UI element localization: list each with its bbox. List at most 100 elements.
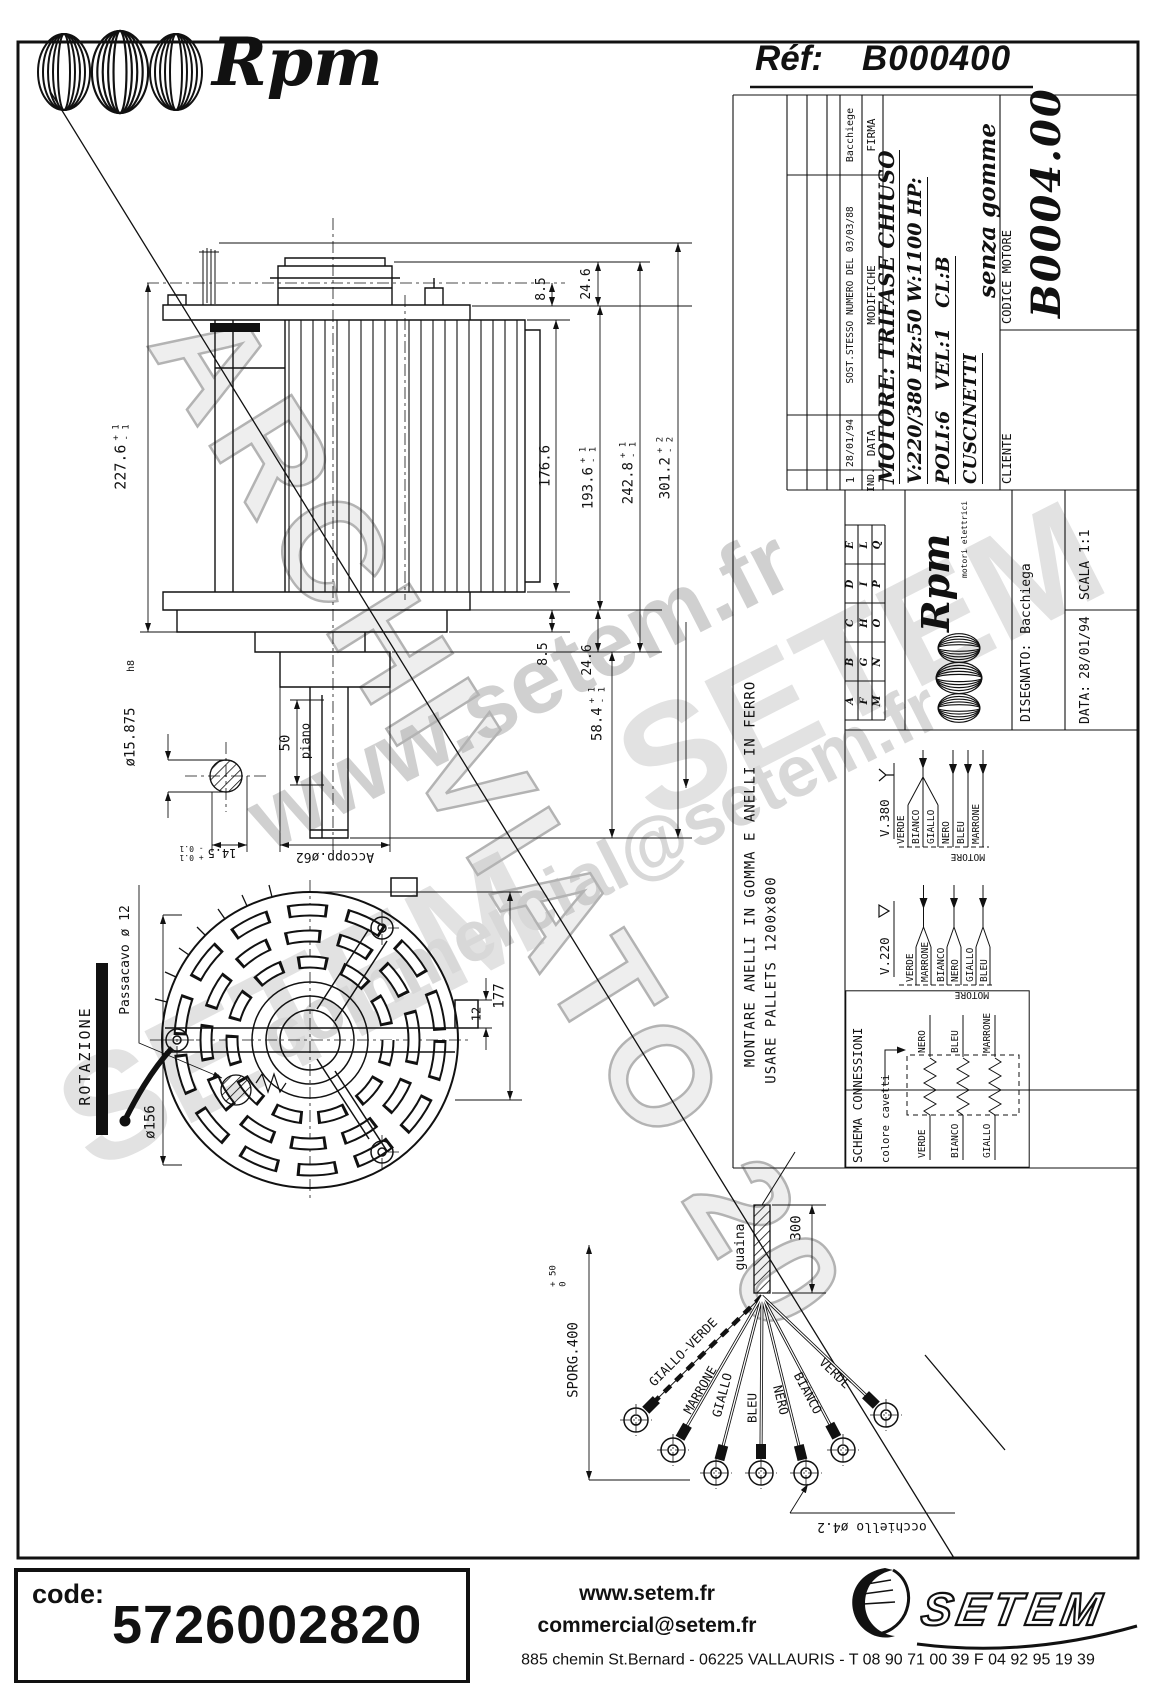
dim-flat-width: 14.5+ 0.1 - 0.1 (179, 844, 237, 863)
flat-label: piano (298, 722, 313, 760)
scale-label: SCALA 1:1 (1078, 529, 1093, 600)
eyelet-label: occhiello ø4.2 (817, 1518, 927, 1534)
ref-value: B000400 (862, 39, 1012, 78)
grid-letter: P (871, 580, 883, 588)
motor-title: MOTORE: TRIFASE CHIUSO (874, 150, 901, 484)
wiring-diagrams: V.220 MOTORE VERDE MARRONE BIANCO NERO G… (877, 750, 995, 1000)
grid-letter: H (858, 618, 870, 628)
dim-body: 176.6 (537, 444, 554, 488)
svg-text:NERO: NERO (950, 959, 961, 982)
side-view-dimensions (140, 242, 692, 852)
code-label: code: (32, 1579, 105, 1609)
dim-301: 301.2+ 2 - 2 (655, 436, 676, 500)
brand-logo-text: Rpm (212, 23, 383, 101)
client-label: CLIENTE (1000, 433, 1014, 484)
svg-text:BIANCO: BIANCO (936, 947, 947, 982)
rpm-small-logo-text: Rpm (913, 533, 958, 632)
svg-text:MARRONE: MARRONE (971, 804, 982, 844)
svg-text:GIALLO: GIALLO (926, 809, 937, 844)
dim-front-diameter: ø156 (142, 1105, 159, 1139)
dim-coupling: Accopp.ø62 (295, 848, 375, 864)
setem-logo-icon (852, 1568, 1138, 1650)
svg-text:GIALLO: GIALLO (965, 947, 976, 982)
dim-protrusion-tol: + 50 0 (548, 1265, 569, 1287)
grid-letter: F (858, 697, 870, 705)
rev-date-value: 28/01/94 (844, 418, 856, 468)
v220-diagram: V.220 MOTORE VERDE MARRONE BIANCO NERO G… (877, 885, 995, 1000)
dim-front-height: 177 (491, 983, 508, 1009)
motor-front-view (96, 877, 479, 1189)
svg-text:BLEU: BLEU (950, 1030, 961, 1053)
dim-193: 193.6+ 1 - 1 (578, 446, 599, 510)
motor-bearings: CUSCINETTI (960, 353, 983, 484)
rev-modifications-value: SOST.STESSO NUMERO DEL 03/03/88 (845, 206, 857, 384)
shaft-fit: h8 (125, 659, 137, 673)
star-symbol-icon (878, 768, 894, 782)
dim-bot-flange: 8.5 (536, 642, 552, 666)
svg-text:BIANCO: BIANCO (950, 1123, 961, 1158)
code-box (14, 1568, 470, 1683)
nameplate (210, 323, 260, 332)
dim-sheath: 300 (788, 1215, 805, 1241)
svg-text:BLEU: BLEU (956, 821, 967, 844)
svg-text:VERDE: VERDE (905, 953, 916, 982)
dim-242: 242.8+ 1 - 1 (618, 441, 639, 505)
motor-note: senza gomme (974, 122, 1001, 298)
svg-text:VERDE: VERDE (896, 815, 907, 844)
svg-text:MARRONE: MARRONE (982, 1013, 993, 1053)
svg-text:VERDE: VERDE (917, 1129, 928, 1158)
ref-label: Réf: (755, 39, 824, 78)
grid-letter: N (871, 657, 883, 667)
dim-front-tab: 12 (469, 1006, 484, 1022)
note-pallets: USARE PALLETS 1200x800 (763, 876, 780, 1084)
motor-code-value: B0004.00 (1023, 87, 1070, 318)
code-value: 5726002820 (112, 1595, 423, 1655)
cable-gland (220, 1074, 252, 1106)
dim-shaft-dia: ø15.875 (122, 707, 139, 767)
svg-text:NERO: NERO (941, 821, 952, 844)
svg-text:BIANCO: BIANCO (911, 809, 922, 844)
dim-flat-len: 50 (277, 734, 294, 752)
dim-protrusion: SPORG.400 (565, 1322, 582, 1398)
svg-text:BLEU: BLEU (979, 959, 990, 982)
v220-motor-label: MOTORE (954, 989, 989, 1000)
footer-address: 885 chemin St.Bernard - 06225 VALLAURIS … (521, 1651, 1095, 1669)
wire-label-bleu: BLEU (744, 1392, 760, 1424)
connection-schema: SCHEMA CONNESSIONI colore cavetti VERDE … (845, 990, 1030, 1168)
cable-gland-label: Passacavo ø 12 (118, 905, 134, 1015)
dim-total-height: 227.6+ 1 - 1 (111, 424, 132, 490)
wire-color-label: colore cavetti (880, 1074, 892, 1163)
dim-top-flange: 8.5 (534, 277, 550, 301)
rev-signature-value: Bacchiege (844, 107, 856, 163)
front-view-dimensions (138, 885, 522, 1166)
cable-detail (586, 1151, 955, 1514)
delta-symbol-icon (878, 903, 891, 919)
note-rings: MONTARE ANELLI IN GOMMA E ANELLI IN FERR… (742, 680, 759, 1068)
grid-letter: B (844, 657, 856, 667)
v380-title: V.380 (877, 799, 892, 837)
svg-text:GIALLO: GIALLO (982, 1123, 993, 1158)
svg-text:MARRONE: MARRONE (920, 942, 931, 982)
dim-top-boss: 24.6 (579, 268, 595, 300)
date-row: DATA:28/01/94 (1078, 616, 1093, 724)
grid-letter: O (871, 618, 883, 628)
rpm-small-logo-subtitle: motori elettrici (960, 500, 969, 578)
title-block: 1 28/01/94 SOST.STESSO NUMERO DEL 03/03/… (787, 87, 1138, 1090)
grid-letter: E (844, 541, 856, 549)
v380-diagram: V.380 MOTORE VERDE BIANCO GIALLO NERO BL… (877, 750, 989, 862)
rev-signature-header: FIRMA (865, 118, 879, 152)
rotation-label: ROTAZIONE (76, 1006, 95, 1106)
grid-letter: D (844, 579, 856, 589)
footer-website: www.setem.fr (579, 1581, 715, 1605)
motor-specs: POLI:6VEL:1CL:B (932, 256, 956, 484)
motor-electrical: V:220/380 Hz:50 W:1100 HP: (904, 177, 928, 484)
cable-sheath (753, 1204, 771, 1294)
rotation-bar (96, 963, 108, 1135)
grid-letter: L (858, 541, 870, 549)
footer-brand: SETEM (916, 1582, 1111, 1636)
v380-motor-label: MOTORE (950, 851, 985, 862)
grid-letter: I (858, 581, 870, 587)
dim-shaft-len: 58.4+ 1 - 1 (587, 687, 608, 741)
